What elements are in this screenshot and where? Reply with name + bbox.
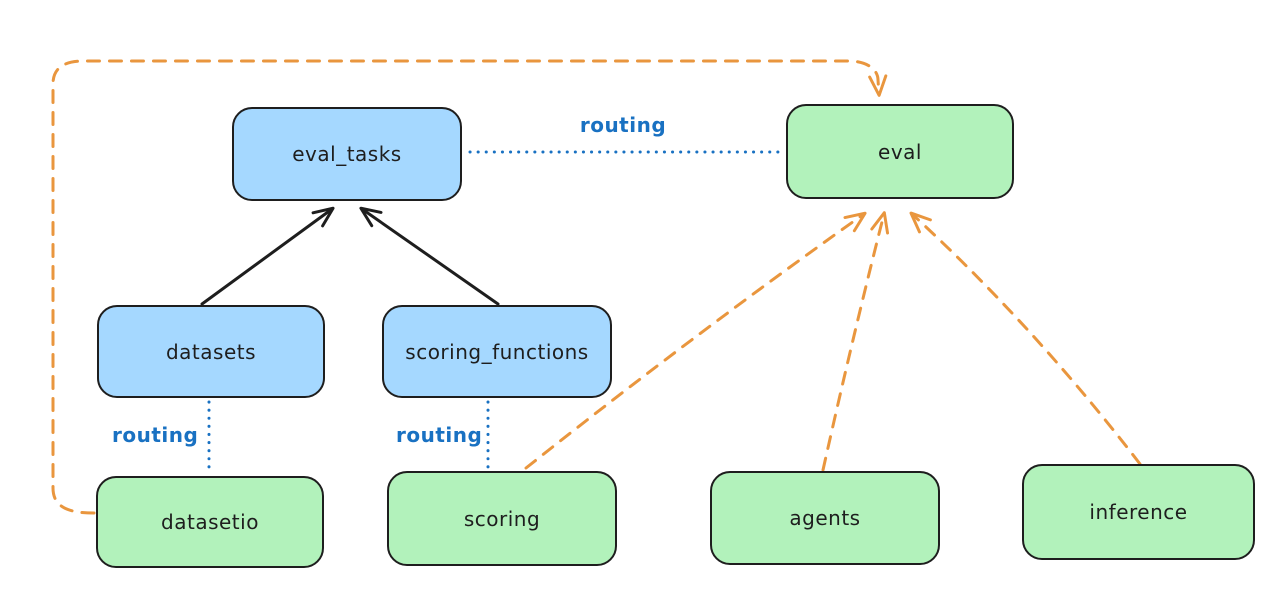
edge-agents-to-eval	[821, 211, 890, 472]
edge-label-routing-scoring-functions-scoring: routing	[396, 423, 483, 447]
node-scoring-functions-label: scoring_functions	[405, 339, 589, 364]
edge-label-routing-datasets-datasetio: routing	[112, 423, 199, 447]
node-eval: eval	[786, 104, 1014, 199]
edge-inference-to-eval	[909, 211, 1142, 466]
node-agents-label: agents	[789, 506, 861, 530]
node-agents: agents	[710, 471, 940, 565]
node-datasets: datasets	[97, 305, 325, 398]
node-datasetio-label: datasetio	[161, 510, 259, 534]
node-inference-label: inference	[1089, 500, 1188, 524]
node-scoring: scoring	[387, 471, 617, 566]
node-scoring-functions: scoring_functions	[382, 305, 612, 398]
edge-scoring-functions-to-eval-tasks	[359, 206, 500, 306]
node-eval-tasks-label: eval_tasks	[292, 142, 402, 166]
edge-datasetio-to-eval-loop	[51, 59, 888, 515]
node-eval-label: eval	[878, 139, 922, 164]
node-datasetio: datasetio	[96, 476, 324, 568]
node-scoring-label: scoring	[463, 506, 541, 531]
edge-label-routing-eval-tasks-eval: routing	[579, 113, 667, 137]
node-inference: inference	[1022, 464, 1255, 560]
node-eval-tasks: eval_tasks	[232, 107, 462, 201]
edge-datasets-to-eval-tasks	[200, 206, 335, 306]
node-datasets-label: datasets	[165, 339, 257, 364]
